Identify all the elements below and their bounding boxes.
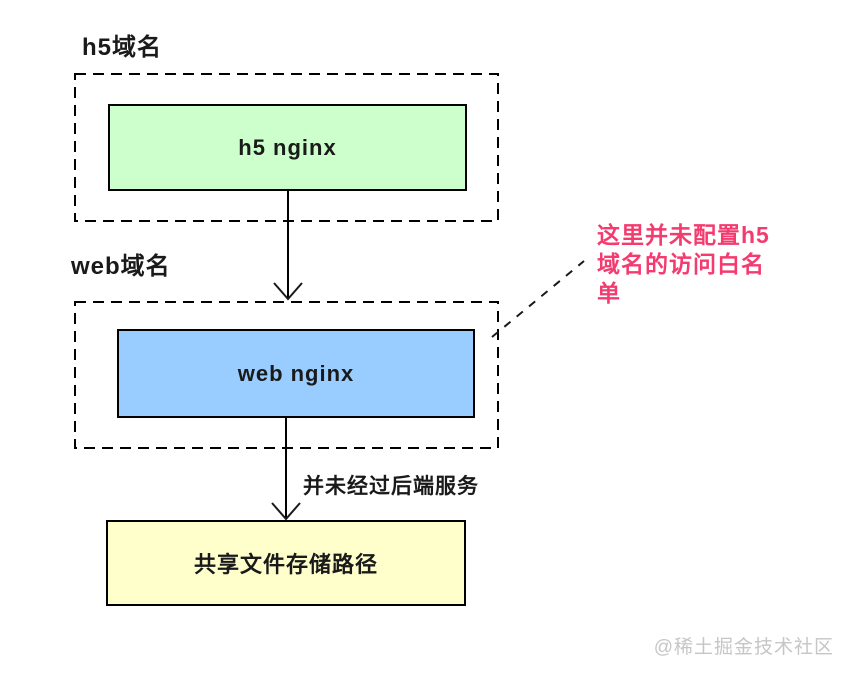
- annotation-line-3: 单: [597, 280, 621, 306]
- h5-group-label: h5域名: [82, 34, 163, 61]
- arrow-web-to-storage-head: [271, 502, 301, 521]
- annotation-leader-line: [491, 260, 585, 338]
- h5-nginx-node: h5 nginx: [108, 104, 467, 191]
- storage-node-label: 共享文件存储路径: [193, 552, 378, 577]
- annotation-line-2: 域名的访问白名: [597, 251, 765, 277]
- web-group-label: web域名: [71, 253, 171, 280]
- web-nginx-node-label: web nginx: [237, 360, 355, 386]
- arrow-h5-to-web-head: [273, 282, 303, 301]
- web-to-storage-edge-label: 并未经过后端服务: [303, 475, 479, 498]
- h5-nginx-node-label: h5 nginx: [238, 134, 337, 160]
- annotation-line-1: 这里并未配置h5: [597, 222, 770, 248]
- community-watermark: @稀土掘金技术社区: [653, 637, 834, 658]
- annotation-callout: 这里并未配置h5 域名的访问白名 单: [597, 221, 797, 308]
- web-nginx-node: web nginx: [117, 329, 475, 418]
- storage-node: 共享文件存储路径: [106, 520, 466, 606]
